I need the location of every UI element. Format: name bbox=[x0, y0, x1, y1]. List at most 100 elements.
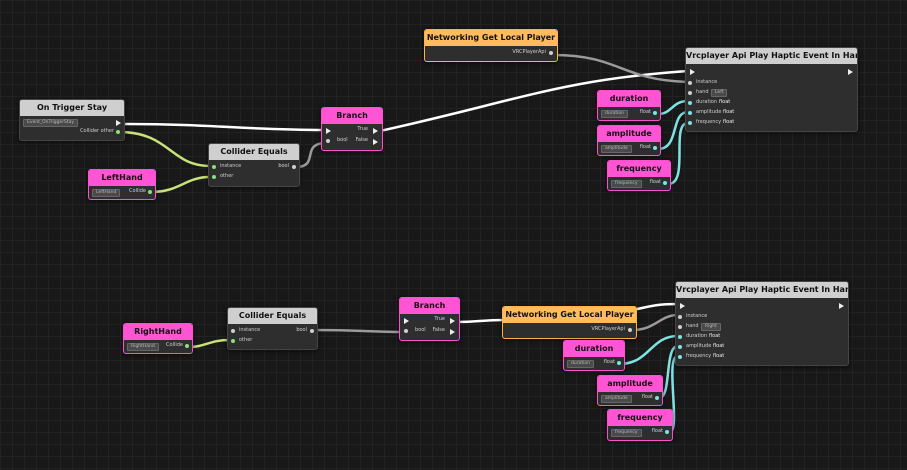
input-port[interactable] bbox=[231, 339, 235, 343]
true-out-port[interactable] bbox=[450, 318, 455, 324]
node-title: Networking Get Local Player bbox=[425, 30, 557, 46]
frequency-port[interactable] bbox=[678, 355, 682, 359]
output-label: Collider other bbox=[80, 128, 114, 134]
duration-variable-node[interactable]: duration duration float bbox=[563, 340, 625, 371]
flow-out-port[interactable] bbox=[116, 120, 121, 126]
node-title: RightHand bbox=[124, 324, 192, 340]
frequency-label: frequency bbox=[696, 119, 722, 125]
variable-field[interactable]: frequency bbox=[611, 429, 642, 437]
frequency-type: float bbox=[713, 353, 725, 359]
lefthand-variable-node[interactable]: LeftHand LeftHand Collide bbox=[88, 169, 156, 200]
input-label: instance bbox=[220, 163, 242, 169]
haptic-event-node[interactable]: Vrcplayer Api Play Haptic Event In Hand … bbox=[675, 281, 849, 366]
output-label: float bbox=[651, 428, 663, 434]
variable-field[interactable]: duration bbox=[567, 360, 594, 368]
output-port[interactable] bbox=[116, 130, 120, 134]
branch-node[interactable]: Branch True bool False bbox=[399, 297, 460, 341]
output-label: float bbox=[641, 394, 653, 400]
event-name-field[interactable]: Event_OnTriggerStay bbox=[23, 119, 79, 127]
righthand-variable-node[interactable]: RightHand RightHand Collide bbox=[123, 323, 193, 354]
amplitude-variable-node[interactable]: amplitude amplitude float bbox=[597, 125, 661, 156]
flow-out-port[interactable] bbox=[839, 303, 844, 309]
flow-in-port[interactable] bbox=[326, 128, 331, 134]
output-port[interactable] bbox=[292, 165, 296, 169]
variable-field[interactable]: RightHand bbox=[127, 343, 159, 351]
amplitude-label: amplitude bbox=[686, 343, 712, 349]
output-port[interactable] bbox=[655, 396, 659, 400]
variable-field[interactable]: duration bbox=[601, 110, 628, 118]
flow-out-port[interactable] bbox=[848, 69, 853, 75]
instance-label: instance bbox=[696, 79, 718, 85]
branch-node[interactable]: Branch True bool False bbox=[321, 107, 383, 151]
true-out-port[interactable] bbox=[373, 128, 378, 134]
float-wire bbox=[667, 121, 689, 186]
flow-in-port[interactable] bbox=[404, 318, 409, 324]
networking-get-local-player-node[interactable]: Networking Get Local Player VRCPlayerApi bbox=[502, 306, 637, 339]
node-title: amplitude bbox=[598, 376, 662, 392]
input-label: other bbox=[239, 337, 253, 343]
output-port[interactable] bbox=[665, 430, 669, 434]
collider-equals-node[interactable]: Collider Equals instance other bool bbox=[227, 307, 318, 350]
output-port[interactable] bbox=[653, 111, 657, 115]
flow-in-port[interactable] bbox=[680, 303, 685, 309]
duration-label: duration bbox=[686, 333, 708, 339]
output-port[interactable] bbox=[617, 361, 621, 365]
variable-field[interactable]: amplitude bbox=[601, 145, 632, 153]
output-port[interactable] bbox=[148, 190, 152, 194]
player-wire bbox=[632, 313, 679, 332]
frequency-variable-node[interactable]: frequency frequency float bbox=[607, 409, 673, 441]
hand-port[interactable] bbox=[688, 91, 692, 95]
input-port[interactable] bbox=[231, 329, 235, 333]
hand-label: hand bbox=[686, 323, 699, 329]
input-port[interactable] bbox=[212, 175, 216, 179]
output-port[interactable] bbox=[310, 329, 314, 333]
output-port[interactable] bbox=[663, 181, 667, 185]
flow-in-port[interactable] bbox=[690, 69, 695, 75]
node-title: Branch bbox=[400, 298, 459, 314]
node-title: duration bbox=[564, 341, 624, 357]
variable-field[interactable]: frequency bbox=[611, 180, 642, 188]
hand-dropdown[interactable]: Right bbox=[701, 323, 721, 331]
input-port[interactable] bbox=[212, 165, 216, 169]
output-port[interactable] bbox=[628, 328, 632, 332]
variable-field[interactable]: LeftHand bbox=[92, 189, 121, 197]
hand-dropdown[interactable]: Left bbox=[711, 89, 728, 97]
instance-port[interactable] bbox=[678, 315, 682, 319]
output-port[interactable] bbox=[185, 344, 189, 348]
amplitude-port[interactable] bbox=[678, 345, 682, 349]
duration-type: float bbox=[709, 333, 721, 339]
output-port[interactable] bbox=[653, 146, 657, 150]
output-label: bool bbox=[296, 327, 307, 333]
amplitude-type: float bbox=[713, 343, 725, 349]
output-label: Collide bbox=[166, 342, 183, 348]
node-title: amplitude bbox=[598, 126, 660, 142]
condition-port[interactable] bbox=[326, 139, 330, 143]
frequency-port[interactable] bbox=[688, 121, 692, 125]
node-title: frequency bbox=[608, 410, 672, 426]
duration-variable-node[interactable]: duration duration float bbox=[597, 90, 661, 121]
flow-wire bbox=[119, 122, 327, 132]
on-trigger-stay-node[interactable]: On Trigger Stay Event_OnTriggerStay Coll… bbox=[19, 99, 125, 141]
false-out-port[interactable] bbox=[373, 139, 378, 145]
amplitude-variable-node[interactable]: amplitude amplitude float bbox=[597, 375, 663, 406]
frequency-variable-node[interactable]: frequency frequency float bbox=[607, 160, 671, 191]
hand-port[interactable] bbox=[678, 325, 682, 329]
instance-port[interactable] bbox=[688, 81, 692, 85]
false-label: False bbox=[355, 137, 368, 143]
amplitude-port[interactable] bbox=[688, 111, 692, 115]
duration-port[interactable] bbox=[688, 101, 692, 105]
duration-port[interactable] bbox=[678, 335, 682, 339]
condition-port[interactable] bbox=[404, 329, 408, 333]
bool-wire bbox=[312, 328, 403, 334]
variable-field[interactable]: amplitude bbox=[601, 395, 632, 403]
output-port[interactable] bbox=[549, 51, 553, 55]
condition-label: bool bbox=[337, 137, 348, 143]
networking-get-local-player-node[interactable]: Networking Get Local Player VRCPlayerApi bbox=[424, 29, 558, 62]
node-title: Branch bbox=[322, 108, 382, 124]
frequency-label: frequency bbox=[686, 353, 712, 359]
collider-equals-node[interactable]: Collider Equals instance other bool bbox=[208, 143, 300, 187]
collider-wire bbox=[150, 175, 211, 194]
haptic-event-node[interactable]: Vrcplayer Api Play Haptic Event In Hand … bbox=[685, 47, 858, 132]
false-out-port[interactable] bbox=[450, 329, 455, 335]
